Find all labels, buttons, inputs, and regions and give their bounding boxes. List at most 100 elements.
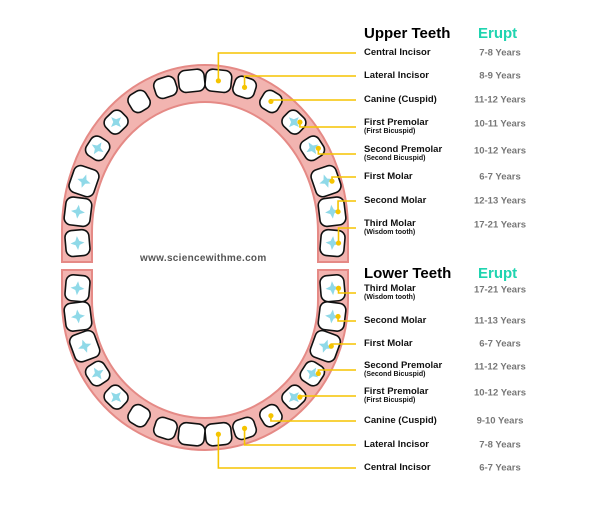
lower-erupt-years: 11-13 Years xyxy=(474,315,526,327)
lower-gum xyxy=(61,269,349,451)
lower-connector-dot xyxy=(315,370,321,377)
upper-erupt-years: 11-12 Years xyxy=(474,94,526,106)
lower-connector-dot xyxy=(335,313,341,320)
tooth-name: Lateral Incisor xyxy=(364,439,429,450)
upper-erupt-years: 12-13 Years xyxy=(473,195,527,207)
tooth-name: First Premolar xyxy=(364,117,429,128)
upper-tooth-label: Second Premolar(Second Bicuspid) xyxy=(364,145,442,163)
tooth-name: Canine (Cuspid) xyxy=(364,415,437,426)
upper-connector-dot xyxy=(335,209,341,215)
lower-connector-dot xyxy=(215,431,221,437)
tooth-name: Third Molar xyxy=(364,218,416,229)
lower-erupt-header: Erupt xyxy=(478,265,518,282)
upper-tooth-left-6 xyxy=(68,164,100,198)
lower-tooth-right-5 xyxy=(299,360,326,387)
upper-tooth-label: First Premolar(First Bicuspid) xyxy=(364,118,428,136)
lower-erupt-years: 10-12 Years xyxy=(473,387,527,399)
lower-connector-line xyxy=(243,428,356,446)
lower-tooth-label: Central Incisor xyxy=(364,463,431,473)
tooth-name: Second Premolar xyxy=(364,360,443,371)
lower-tooth-right-7 xyxy=(317,300,347,332)
upper-connector-dot xyxy=(268,98,274,105)
upper-connector-line xyxy=(243,75,356,88)
lower-teeth-title: Lower Teeth xyxy=(364,265,452,282)
lower-erupt-years: 17-21 Years xyxy=(473,284,527,296)
lower-connector-line xyxy=(217,434,356,469)
upper-erupt-years: 8-9 Years xyxy=(479,70,521,82)
upper-tooth-left-4 xyxy=(103,109,129,135)
upper-tooth-label: Lateral Incisor xyxy=(364,71,429,81)
upper-connector-dot xyxy=(329,178,335,184)
upper-tooth-left-5 xyxy=(84,135,111,162)
lower-tooth-left-3 xyxy=(127,403,151,428)
tooth-name: First Molar xyxy=(364,338,413,349)
upper-erupt-header: Erupt xyxy=(478,25,518,42)
tooth-alt-name: (First Bicuspid) xyxy=(364,397,416,404)
upper-tooth-right-4 xyxy=(281,109,307,135)
upper-gum xyxy=(61,64,349,263)
upper-erupt-years: 6-7 Years xyxy=(479,171,521,183)
lower-tooth-right-6 xyxy=(309,329,342,363)
tooth-name: Second Premolar xyxy=(364,144,443,155)
upper-tooth-label: Canine (Cuspid) xyxy=(364,95,437,105)
upper-erupt-years: 10-12 Years xyxy=(473,145,527,157)
upper-erupt-years: 7-8 Years xyxy=(479,47,521,59)
lower-tooth-left-5 xyxy=(84,360,111,387)
upper-connector-dot xyxy=(315,145,321,151)
lower-erupt-years: 6-7 Years xyxy=(479,462,521,474)
lower-tooth-left-8 xyxy=(64,274,91,303)
lower-tooth-left-6 xyxy=(68,329,101,363)
tooth-name: Lateral Incisor xyxy=(364,70,429,81)
lower-tooth-label: Third Molar(Wisdom tooth) xyxy=(364,284,416,302)
upper-teeth-title: Upper Teeth xyxy=(364,25,451,42)
lower-tooth-label: Second Premolar(Second Bicuspid) xyxy=(364,361,442,379)
upper-connector-dot xyxy=(215,78,221,84)
tooth-alt-name: (First Bicuspid) xyxy=(364,128,416,135)
tooth-name: Second Molar xyxy=(364,195,427,206)
lower-erupt-years: 7-8 Years xyxy=(479,439,521,451)
tooth-name: Central Incisor xyxy=(364,47,431,58)
upper-tooth-left-8 xyxy=(64,228,91,258)
upper-tooth-label: Third Molar(Wisdom tooth) xyxy=(364,219,416,237)
lower-tooth-label: Second Molar xyxy=(364,316,426,326)
lower-tooth-right-4 xyxy=(281,384,307,410)
lower-tooth-left-7 xyxy=(63,300,93,332)
upper-tooth-label: Second Molar xyxy=(364,196,426,206)
lower-tooth-left-1 xyxy=(177,421,206,447)
lower-connector-dot xyxy=(241,425,248,431)
lower-connector-dot xyxy=(328,343,334,349)
upper-tooth-label: First Molar xyxy=(364,172,413,182)
lower-tooth-left-2 xyxy=(152,416,178,441)
lower-tooth-right-8 xyxy=(319,274,346,303)
tooth-alt-name: (Wisdom tooth) xyxy=(364,229,416,236)
upper-connector-line xyxy=(337,227,356,244)
lower-tooth-label: First Molar xyxy=(364,339,413,349)
upper-tooth-left-1 xyxy=(177,68,206,94)
upper-connector-line xyxy=(337,200,356,212)
tooth-name: Canine (Cuspid) xyxy=(364,94,437,105)
tooth-alt-name: (Second Bicuspid) xyxy=(364,155,426,162)
upper-tooth-right-7 xyxy=(317,196,347,228)
tooth-alt-name: (Wisdom tooth) xyxy=(364,294,416,301)
lower-tooth-label: Lateral Incisor xyxy=(364,440,429,450)
upper-tooth-label: Central Incisor xyxy=(364,48,431,58)
tooth-alt-name: (Second Bicuspid) xyxy=(364,371,426,378)
upper-tooth-left-2 xyxy=(152,75,178,100)
upper-erupt-years: 17-21 Years xyxy=(473,219,527,231)
lower-connector-dot xyxy=(297,394,303,400)
upper-connector-dot xyxy=(297,119,303,125)
lower-erupt-years: 11-12 Years xyxy=(474,361,526,373)
lower-tooth-left-4 xyxy=(103,384,129,410)
lower-connector-dot xyxy=(268,413,274,419)
upper-connector-dot xyxy=(241,84,248,90)
watermark: www.sciencewithme.com xyxy=(140,253,267,264)
tooth-name: Third Molar xyxy=(364,283,416,294)
tooth-name: First Premolar xyxy=(364,386,429,397)
tooth-name: Second Molar xyxy=(364,315,427,326)
upper-tooth-right-8 xyxy=(319,228,346,258)
tooth-name: First Molar xyxy=(364,171,413,182)
tooth-name: Central Incisor xyxy=(364,462,431,473)
lower-erupt-years: 9-10 Years xyxy=(476,415,524,427)
